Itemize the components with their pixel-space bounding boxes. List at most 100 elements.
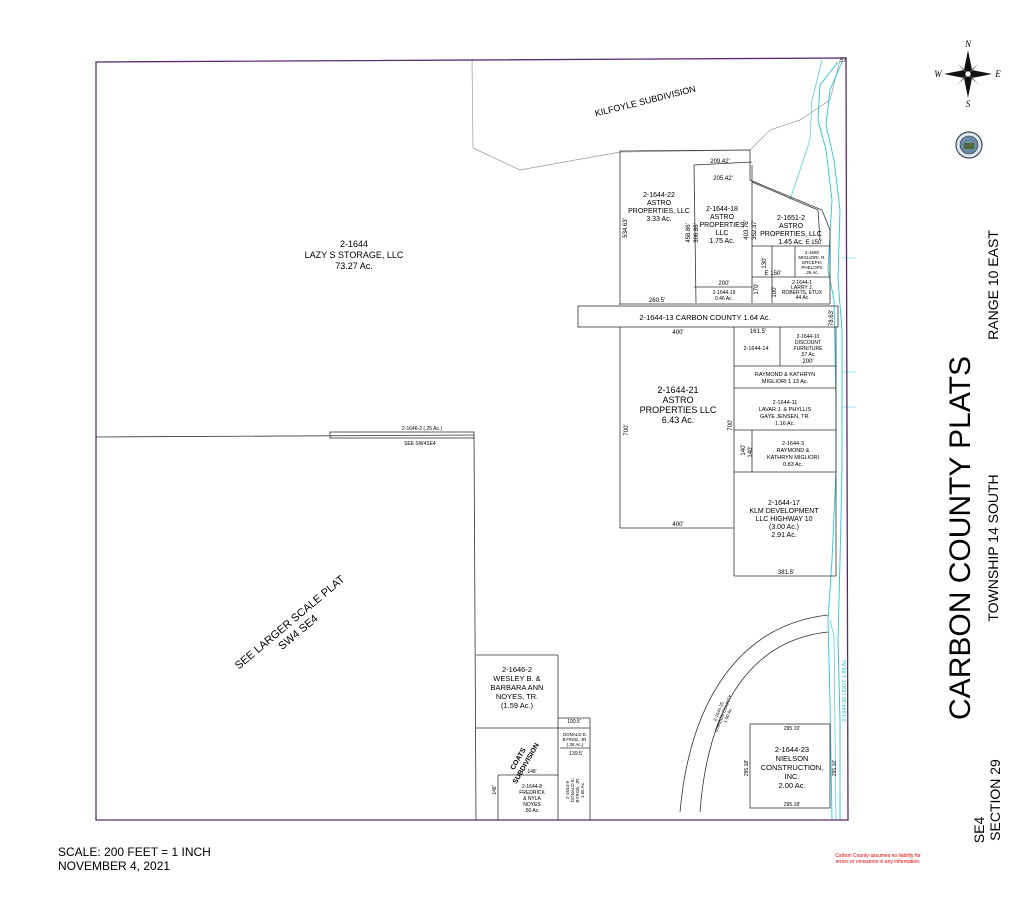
parcel-2-1644-3[interactable]: 2-1644-3 RAYMOND & KATHRYN MIGLIORI 0.83… xyxy=(767,441,820,468)
svg-text:LLC HIGHWAY 10: LLC HIGHWAY 10 xyxy=(755,516,812,523)
parcel-2-1644-8[interactable]: 2-1644-8 FREDRICK & NYLA NOYES .50 Ac. xyxy=(519,784,545,814)
parcel-2-1644-19[interactable]: 2-1644-19 0.46 Ac. xyxy=(713,290,736,302)
svg-text:FREDRICK: FREDRICK xyxy=(519,790,545,796)
scale-text: SCALE: 200 FEET = 1 INCH xyxy=(58,845,211,859)
parcel-2-1644-25[interactable]: 2-1644-25 CARBON COUNTY 1.60 Ac. xyxy=(709,692,738,734)
highway-lines xyxy=(789,59,856,821)
svg-text:NOYES: NOYES xyxy=(523,802,541,808)
parcel-raymond-migliori-1[interactable]: RAYMOND & KATHRYN MIGLIORI 1.13 Ac. xyxy=(755,372,815,385)
north-dimensions: 209.42' 205.42' 534.63' 458.86' 306.86' … xyxy=(623,159,835,326)
svg-text:RAYMOND & KATHRYN: RAYMOND & KATHRYN xyxy=(755,372,815,378)
svg-text:ERCEPIA: ERCEPIA xyxy=(802,260,822,265)
svg-text:LAVAR J. & PHYLLIS: LAVAR J. & PHYLLIS xyxy=(759,407,812,413)
svg-text:400': 400' xyxy=(672,330,683,336)
svg-text:2-1644-8: 2-1644-8 xyxy=(522,784,542,790)
svg-text:260.5': 260.5' xyxy=(649,298,665,304)
svg-text:ASTRO: ASTRO xyxy=(647,200,672,207)
section-boundary xyxy=(95,57,849,821)
svg-text:NOYES, TR.: NOYES, TR. xyxy=(496,692,538,701)
svg-text:161.5': 161.5' xyxy=(750,329,766,335)
svg-text:PROPERTIES: PROPERTIES xyxy=(700,222,745,229)
svg-text:170': 170' xyxy=(754,283,760,294)
svg-text:2-1644-1: 2-1644-1 xyxy=(792,280,812,286)
svg-text:PROPERTIES LLC: PROPERTIES LLC xyxy=(640,405,717,415)
parcel-2-1644-22[interactable]: 2-1644-22 ASTRO PROPERTIES, LLC 3.33 Ac. xyxy=(628,192,690,223)
svg-text:LAZY S STORAGE, LLC: LAZY S STORAGE, LLC xyxy=(305,250,404,260)
svg-text:3.33 Ac.: 3.33 Ac. xyxy=(646,216,671,223)
parcel-2-1651-2[interactable]: 2-1651-2 ASTRO PROPERTIES, LLC 1.45 Ac. xyxy=(760,215,822,246)
svg-text:E 150': E 150' xyxy=(806,240,823,246)
svg-text:DONALD E.: DONALD E. xyxy=(570,778,575,802)
svg-text:205.42': 205.42' xyxy=(713,176,733,182)
parcel-2-1644-14[interactable]: 2-1644-14 xyxy=(743,346,768,352)
svg-text:148': 148' xyxy=(527,769,536,775)
svg-text:2-1644-18: 2-1644-18 xyxy=(706,206,738,213)
svg-text:1.45 Ac.: 1.45 Ac. xyxy=(778,239,803,246)
svg-text:295.18': 295.18' xyxy=(744,760,750,776)
parcel-lines xyxy=(95,149,839,821)
see-larger-scale-label: SEE LARGER SCALE PLAT SW4 SE4 xyxy=(233,573,348,672)
svg-text:CONSTRUCTION,: CONSTRUCTION, xyxy=(761,763,824,772)
parcel-2-1646-2-strip[interactable]: 2-1646-2 (.25 Ac.) xyxy=(402,426,442,432)
compass-e: E xyxy=(994,69,1001,79)
svg-text:140': 140' xyxy=(741,444,747,455)
svg-text:100.5': 100.5' xyxy=(567,719,581,725)
svg-text:2-1644-11: 2-1644-11 xyxy=(773,400,798,406)
svg-text:BYRGE, JR.: BYRGE, JR. xyxy=(562,737,587,742)
svg-text:2-1644-3: 2-1644-3 xyxy=(782,441,804,447)
svg-text:2-1644-23: 2-1644-23 xyxy=(775,745,809,754)
svg-text:1.75 Ac.: 1.75 Ac. xyxy=(709,238,734,245)
parcel-2-1646-2[interactable]: 2-1646-2 WESLEY B. & BARBARA ANN NOYES, … xyxy=(491,665,544,710)
svg-text:(1.59 Ac.): (1.59 Ac.) xyxy=(501,701,534,710)
svg-text:ASTRO: ASTRO xyxy=(710,214,735,221)
svg-text:PROPERTIES, LLC: PROPERTIES, LLC xyxy=(628,208,690,215)
parcel-2-1644-21[interactable]: 2-1644-21 ASTRO PROPERTIES LLC 6.43 Ac. xyxy=(640,385,717,425)
parcel-2-1644-11[interactable]: 2-1644-11 LAVAR J. & PHYLLIS GAYE JENSEN… xyxy=(759,400,812,427)
svg-text:2-1650: 2-1650 xyxy=(805,250,820,255)
svg-text:NIELSON: NIELSON xyxy=(776,754,809,763)
parcel-2-1644-18[interactable]: 2-1644-18 ASTRO PROPERTIES LLC 1.75 Ac. xyxy=(700,206,745,245)
svg-text:209.42': 209.42' xyxy=(710,159,730,165)
svg-text:2-1644-9: 2-1644-9 xyxy=(565,780,570,799)
svg-text:.50 Ac.: .50 Ac. xyxy=(524,808,539,814)
svg-text:295.19': 295.19' xyxy=(784,726,800,732)
parcel-2-1644-1[interactable]: 2-1644-1 LARRY J. ROBERTS, ETUX .44 Ac. xyxy=(782,280,823,301)
se-dimensions: 295.19' 295.18' 295.18' 295.16' xyxy=(744,726,838,808)
section-quarter-label: SE4 xyxy=(971,817,987,844)
svg-text:2.00 Ac.: 2.00 Ac. xyxy=(778,781,805,790)
svg-text:534.63': 534.63' xyxy=(623,218,629,238)
svg-text:.57 Ac.: .57 Ac. xyxy=(800,352,815,358)
svg-text:1.16 Ac.: 1.16 Ac. xyxy=(775,421,795,427)
svg-text:78.63': 78.63' xyxy=(829,310,835,326)
svg-text:ASTRO: ASTRO xyxy=(779,223,804,230)
svg-text:RAYMOND &: RAYMOND & xyxy=(777,448,810,454)
parcel-2-1644-13[interactable]: 2-1644-13 CARBON COUNTY 1.64 Ac. xyxy=(639,313,770,322)
svg-text:BYRGE, JR.: BYRGE, JR. xyxy=(575,777,580,802)
svg-text:E 150': E 150' xyxy=(765,271,782,277)
parcel-2-1644-17[interactable]: 2-1644-17 KLM DEVELOPMENT LLC HIGHWAY 10… xyxy=(749,500,819,539)
parcel-2-1644-23[interactable]: 2-1644-23 NIELSON CONSTRUCTION, INC. 2.0… xyxy=(761,745,824,790)
svg-text:ROBERTS, ETUX: ROBERTS, ETUX xyxy=(782,290,823,296)
coats-subdivision-label: COATS SUBDIVISION xyxy=(510,742,541,785)
svg-text:2-1651-2: 2-1651-2 xyxy=(777,215,805,222)
middle-dimensions: 400' 161.5' 200' 700' 700' 400' 140' 140… xyxy=(624,329,814,576)
plat-title: CARBON COUNTY PLATS xyxy=(944,356,977,720)
svg-text:2-1646-2: 2-1646-2 xyxy=(502,665,532,674)
compass-s: S xyxy=(966,99,971,109)
parcel-donald-byrge-top[interactable]: DONALD E. BYRGE, JR. (.36 Ac.) xyxy=(562,732,587,747)
compass-w: W xyxy=(934,69,943,79)
svg-text:0.46 Ac.: 0.46 Ac. xyxy=(715,296,733,302)
county-seal-icon xyxy=(955,131,983,159)
parcel-2-1644-9[interactable]: 2-1644-9 DONALD E. BYRGE, JR. 1.05 Ac. xyxy=(565,777,585,802)
svg-text:(.36 Ac.): (.36 Ac.) xyxy=(567,742,584,747)
parcel-udot[interactable]: 2-1644-20 UDOT 1.89 Ac. xyxy=(842,658,848,722)
parcel-2-1650[interactable]: 2-1650 MIGLIORI, R. ERCEPIA PHELOPS .26 … xyxy=(798,250,825,275)
svg-text:ASTRO: ASTRO xyxy=(662,395,693,405)
disclaimer: Carbon County assumes no liability for e… xyxy=(835,853,921,865)
svg-text:.26 Ac.: .26 Ac. xyxy=(805,270,819,275)
svg-text:140': 140' xyxy=(748,446,754,457)
parcel-2-1644[interactable]: 2-1644 LAZY S STORAGE, LLC 73.27 Ac. xyxy=(305,239,404,271)
parcel-2-1644-10[interactable]: 2-1644-10 DISCOUNT FURNITURE .57 Ac. xyxy=(794,334,824,358)
sw-dimensions: 100.5' 148' 148' 139.5' xyxy=(492,719,583,795)
